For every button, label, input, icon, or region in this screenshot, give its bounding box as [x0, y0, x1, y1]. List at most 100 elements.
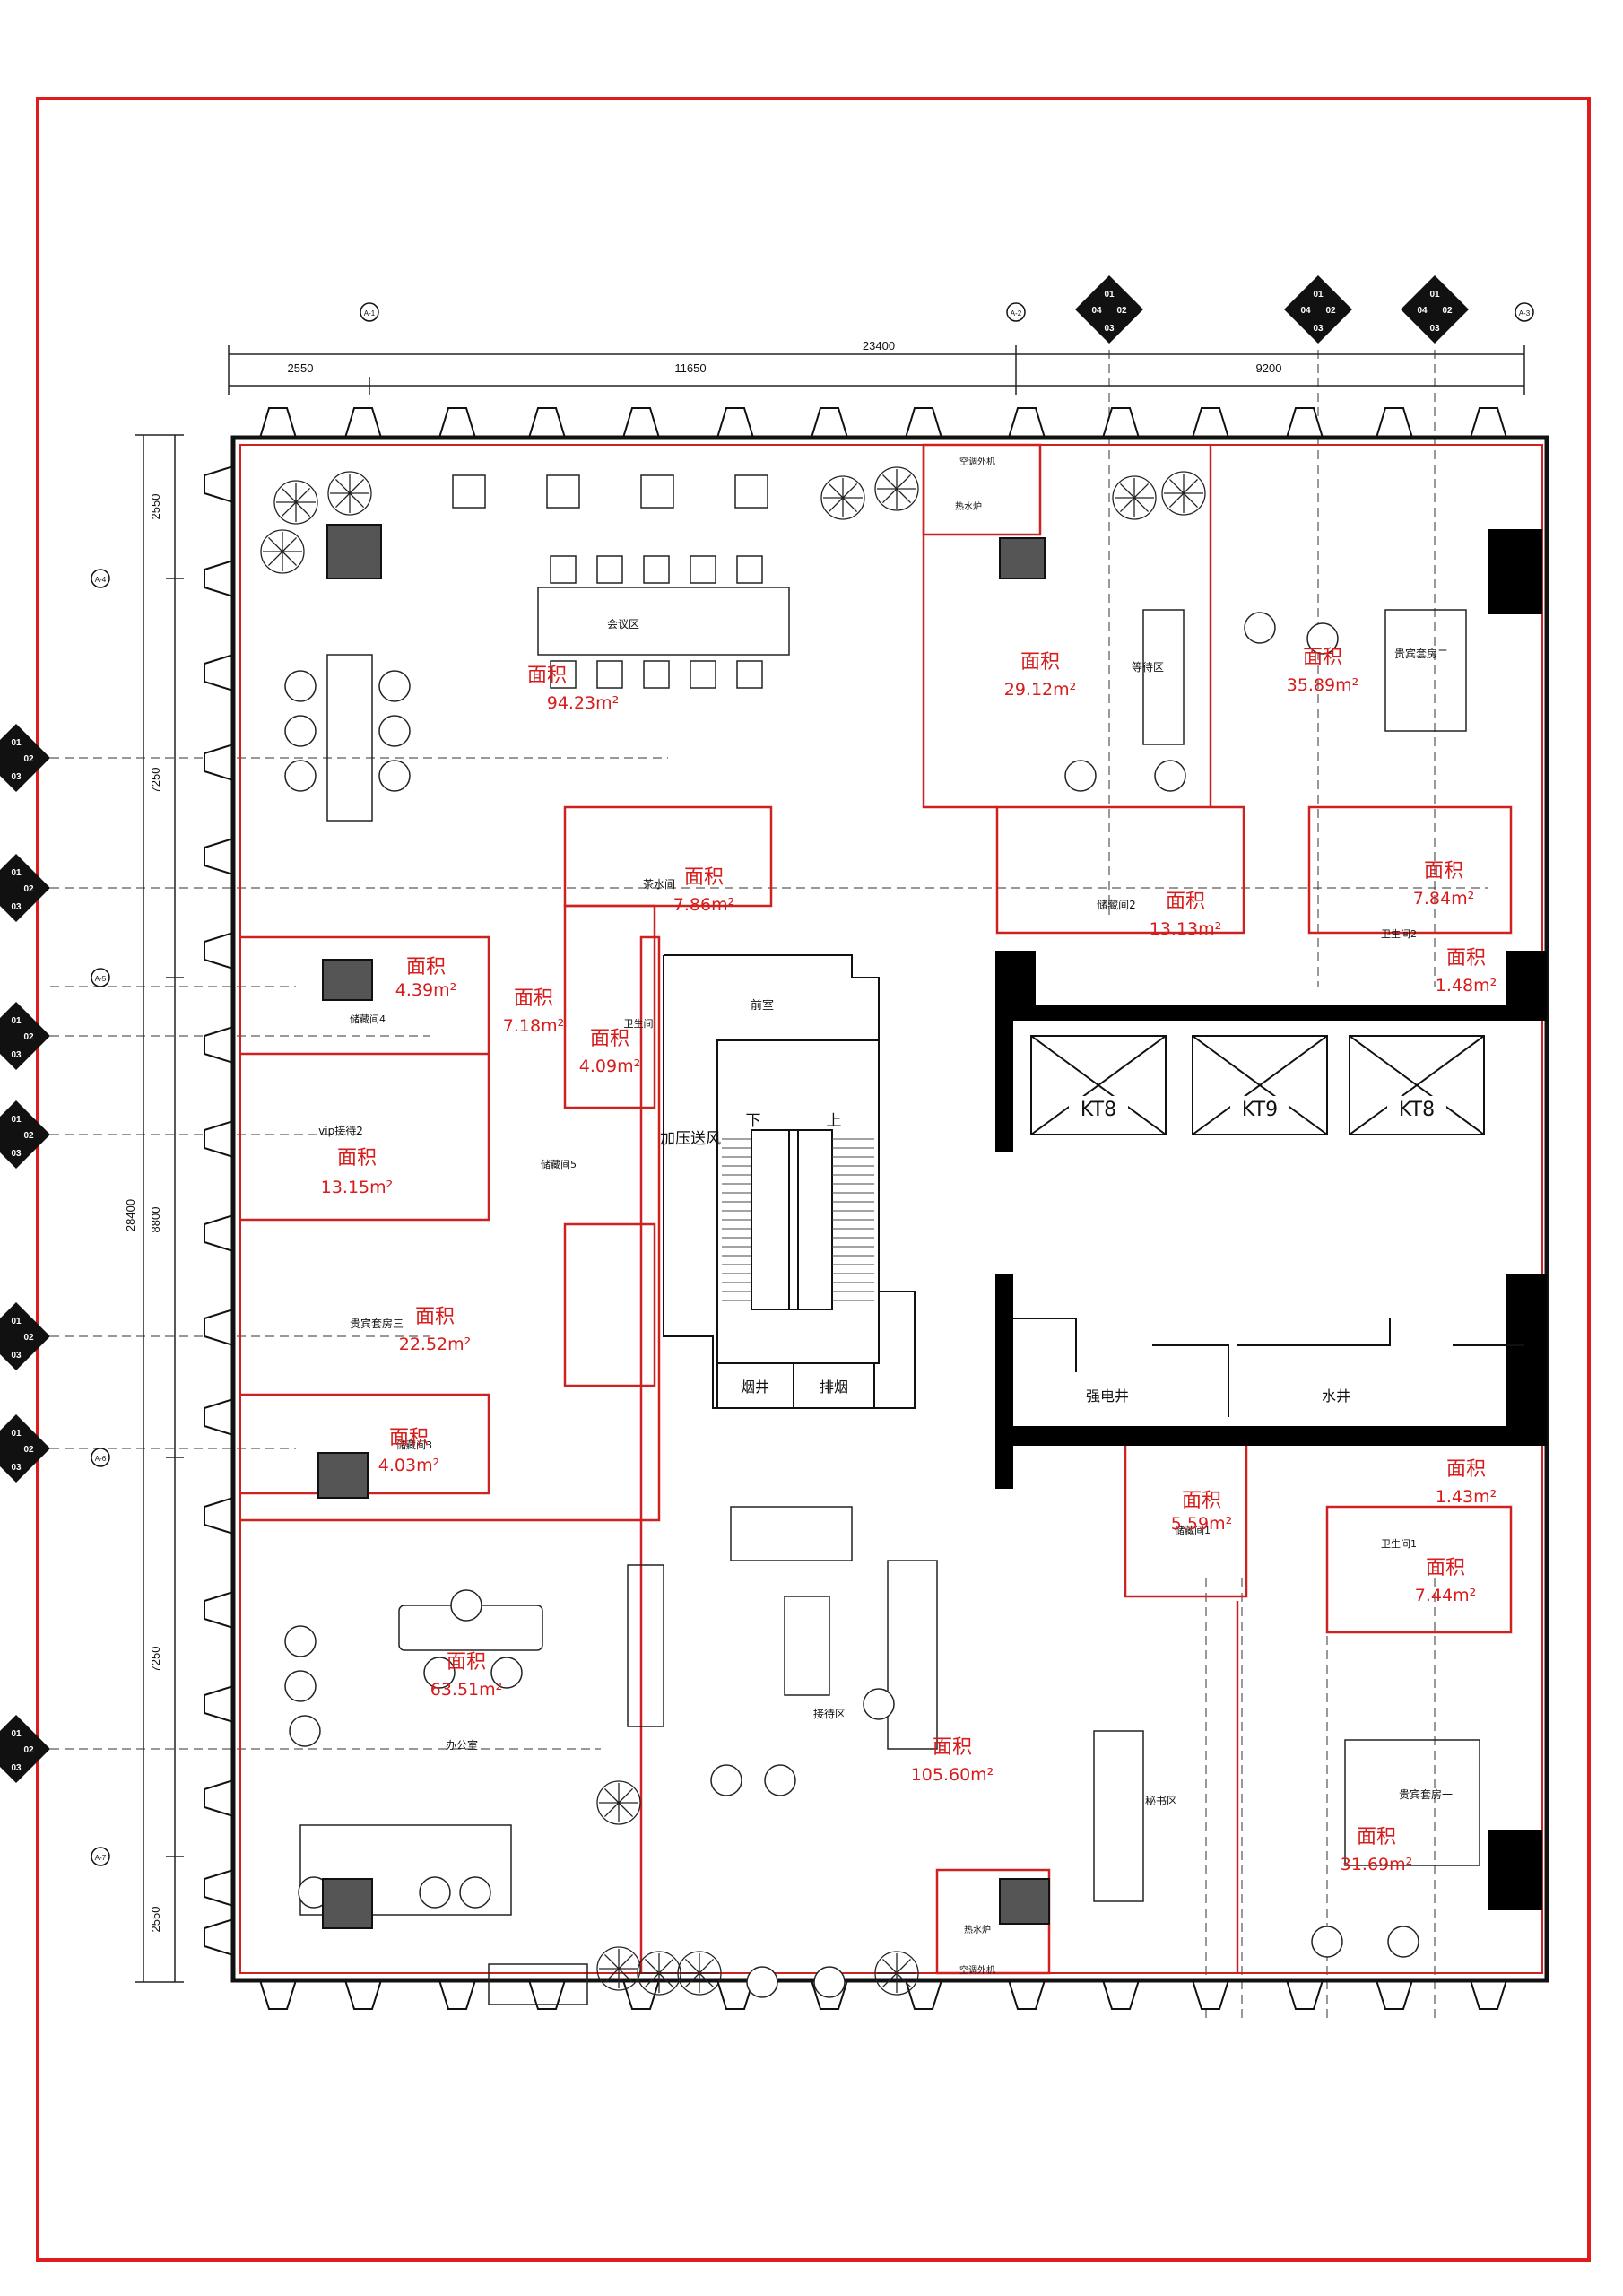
svg-text:01: 01 [1313, 290, 1324, 300]
label-stair-up: 上 [827, 1112, 842, 1130]
plant [1161, 471, 1206, 516]
svg-text:01: 01 [11, 1016, 22, 1026]
fin [1101, 1979, 1141, 2010]
svg-text:03: 03 [11, 1149, 22, 1159]
stair-core [663, 954, 916, 1409]
svg-text:01: 01 [11, 1115, 22, 1125]
area-title-vip-suite-3: 面积 [415, 1306, 455, 1328]
svg-text:02: 02 [23, 1131, 34, 1141]
svg-text:01: 01 [11, 1729, 22, 1739]
fin [904, 407, 943, 439]
area-title-reception: 面积 [933, 1736, 972, 1759]
area-title-bath-2: 面积 [1424, 860, 1463, 883]
fin [204, 1684, 234, 1724]
area-value-vip-suite-3: 22.52m² [399, 1335, 472, 1354]
fin [1191, 407, 1230, 439]
svg-text:04: 04 [1300, 306, 1311, 316]
chair [550, 660, 577, 689]
fin [716, 407, 755, 439]
fin [204, 1025, 234, 1065]
area-value-bath-1: 7.44m² [1415, 1586, 1476, 1605]
svg-text:A-6: A-6 [95, 1455, 107, 1463]
grid-tag-left-4: A-7 [91, 1847, 110, 1866]
label-front-room: 前室 [751, 998, 774, 1013]
area-title-closet-1: 面积 [1182, 1490, 1221, 1512]
fin [621, 407, 661, 439]
detail-tag-top-2: 01 04 02 03 [1284, 275, 1352, 344]
room-name-tea-room: 茶水间 [643, 877, 675, 891]
area-value-vip-suite-2: 35.89m² [1287, 675, 1359, 695]
svg-text:A-7: A-7 [95, 1854, 107, 1862]
plant [874, 466, 919, 511]
chair [459, 1876, 491, 1909]
area-title-wc: 面积 [590, 1028, 629, 1050]
room-name-vip-suite-2: 贵宾套房二 [1394, 647, 1448, 660]
area-value-small-2: 1.43m² [1436, 1487, 1497, 1507]
area-value-reception: 105.60m² [911, 1765, 994, 1785]
fin [204, 1119, 234, 1159]
chair [596, 555, 623, 584]
svg-text:03: 03 [11, 1050, 22, 1060]
chair [1064, 760, 1097, 792]
fin [258, 407, 298, 439]
area-value-closet-2: 13.13m² [1150, 919, 1222, 939]
dim-top-seg-3: 9200 [1256, 361, 1282, 375]
utility-blocks [317, 524, 1050, 1929]
fin [1469, 1979, 1508, 2010]
room-name-vip-reception-2: vip接待2 [318, 1124, 363, 1137]
fin [1007, 407, 1046, 439]
plant [260, 529, 305, 574]
svg-text:03: 03 [11, 772, 22, 782]
fin [204, 559, 234, 598]
area-title-vip-reception-2: 面积 [337, 1147, 377, 1170]
elevator-label-1: KT8 [1081, 1099, 1116, 1121]
chair [736, 660, 763, 689]
area-value-reception-wait: 29.12m² [1004, 680, 1077, 700]
room-name-closet-3: 储藏间3 [396, 1439, 432, 1451]
chair [863, 1688, 895, 1720]
svg-text:A-3: A-3 [1519, 309, 1531, 317]
chair [1306, 622, 1339, 655]
dim-top-seg-1: 2550 [288, 361, 314, 375]
label-heater-top: 热水炉 [955, 500, 982, 512]
chair [764, 1764, 796, 1796]
fin [1469, 407, 1508, 439]
fin [1375, 1979, 1414, 2010]
svg-text:A-2: A-2 [1011, 309, 1022, 317]
area-title-closet-2: 面积 [1166, 891, 1205, 913]
area-value-tea-room: 7.86m² [673, 895, 734, 915]
area-title-vip-suite-2: 面积 [1303, 647, 1342, 669]
area-title-bath-1: 面积 [1426, 1557, 1465, 1579]
area-title-small-2: 面积 [1446, 1458, 1486, 1481]
core-walls [995, 529, 1547, 1910]
chair [734, 474, 768, 509]
chair [378, 670, 411, 702]
grid-tag-top-3: A-3 [1515, 302, 1534, 322]
fin [204, 1308, 234, 1347]
fin [527, 407, 567, 439]
svg-text:01: 01 [11, 1317, 22, 1326]
sheet-frame [36, 97, 1591, 2262]
dim-left-seg-2: 7250 [149, 768, 162, 794]
svg-text:02: 02 [23, 884, 34, 894]
chair [289, 1715, 321, 1747]
svg-text:A-1: A-1 [364, 309, 376, 317]
fin [1285, 407, 1324, 439]
svg-text:02: 02 [1325, 306, 1336, 316]
room-name-wc: 卫生间 [624, 1017, 654, 1030]
label-elec-shaft: 强电井 [1086, 1387, 1129, 1405]
room-name-bath-2: 卫生间2 [1381, 927, 1417, 940]
room-name-meeting: 会议区 [607, 618, 639, 631]
plant [596, 1780, 641, 1825]
room-name-reception: 接待区 [813, 1707, 846, 1720]
plant [677, 1951, 722, 1996]
chair [643, 660, 670, 689]
dim-top-total: 23400 [863, 339, 895, 352]
svg-text:02: 02 [23, 1745, 34, 1755]
area-value-closet-1: 5.59m² [1171, 1514, 1232, 1534]
room-name-bath-1: 卫生间1 [1381, 1537, 1417, 1550]
chair [690, 660, 716, 689]
svg-text:03: 03 [11, 902, 22, 912]
elevator-label-2: KT9 [1242, 1099, 1278, 1121]
fin [204, 743, 234, 782]
